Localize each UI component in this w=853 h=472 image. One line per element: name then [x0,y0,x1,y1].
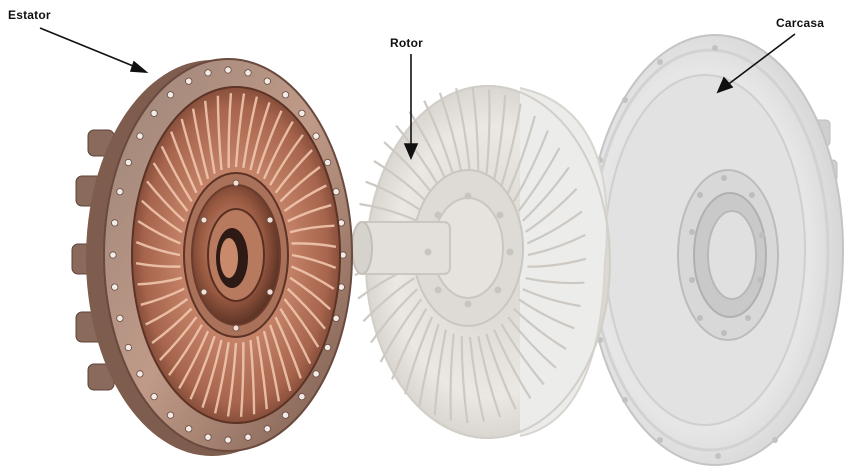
estator-pointer-arrow [40,28,146,72]
flange-bolt-hole [324,344,330,350]
flange-bolt-hole [167,412,173,418]
flange-bolt-hole [151,110,157,116]
rotor-wheel [352,86,610,438]
flange-bolt-hole [245,70,251,76]
flange-bolt-hole [112,220,118,226]
flange-bolt-hole [125,159,131,165]
flange-bolt-hole [225,437,231,443]
flange-bolt-hole [110,252,116,258]
flange-bolt-hole [282,412,288,418]
carcasa-label: Carcasa [776,16,824,30]
flange-bolt-hole [186,78,192,84]
flange-bolt-hole [137,371,143,377]
flange-bolt-hole [137,133,143,139]
flange-bolt-hole [167,92,173,98]
flange-bolt-hole [299,394,305,400]
flange-bolt-hole [125,344,131,350]
estator-wheel [72,59,352,456]
flange-bolt-hole [313,371,319,377]
rotor-label: Rotor [390,36,423,50]
flange-bolt-hole [324,159,330,165]
flange-bolt-hole [151,394,157,400]
flange-bolt-hole [112,284,118,290]
flange-bolt-hole [117,315,123,321]
flange-bolt-hole [245,434,251,440]
flange-bolt-hole [205,70,211,76]
flange-bolt-hole [117,189,123,195]
carcasa-housing [587,35,843,465]
flange-bolt-hole [313,133,319,139]
flange-bolt-hole [225,67,231,73]
estator-label: Estator [8,8,51,22]
flange-bolt-hole [282,92,288,98]
flange-bolt-hole [299,110,305,116]
flange-bolt-hole [205,434,211,440]
flange-bolt-hole [186,426,192,432]
flange-bolt-hole [264,426,270,432]
flange-bolt-hole [264,78,270,84]
